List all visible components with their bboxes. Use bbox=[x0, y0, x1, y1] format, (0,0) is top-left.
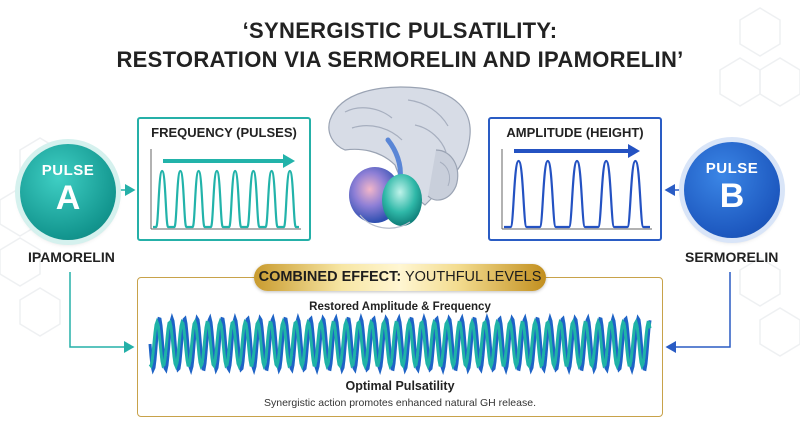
frequency-pulse-train bbox=[153, 169, 299, 229]
pulse-b-circle: PULSE B bbox=[684, 142, 780, 238]
combined-effect-caption: Synergistic action promotes enhanced nat… bbox=[264, 397, 536, 409]
arrow-b-to-combined bbox=[665, 272, 731, 353]
frequency-panel-title: FREQUENCY (PULSES) bbox=[151, 125, 297, 140]
pulse-a-small-label: PULSE bbox=[41, 162, 95, 179]
combined-effect-banner: COMBINED EFFECT: YOUTHFUL LEVELS bbox=[254, 264, 546, 291]
pulse-a-letter: A bbox=[55, 179, 81, 217]
frequency-panel: FREQUENCY (PULSES) bbox=[137, 117, 311, 241]
amplitude-arrow-head bbox=[628, 144, 640, 158]
frequency-pulse-graph bbox=[150, 149, 301, 230]
pulse-b-small-label: PULSE bbox=[705, 160, 759, 177]
banner-bold-text: COMBINED EFFECT: bbox=[258, 269, 402, 285]
restored-amplitude-frequency-label: Restored Amplitude & Frequency bbox=[309, 301, 491, 313]
optimal-pulsatility-heading: Optimal Pulsatility bbox=[345, 379, 455, 393]
sermorelin-label: SERMORELIN bbox=[685, 249, 779, 265]
banner-rest-text: YOUTHFUL LEVELS bbox=[401, 269, 542, 285]
ipamorelin-label: IPAMORELIN bbox=[28, 249, 115, 265]
amplitude-pulse-graph bbox=[501, 144, 652, 230]
pulse-b-letter: B bbox=[719, 177, 745, 215]
frequency-arrow-head bbox=[283, 154, 295, 168]
arrow-a-to-combined bbox=[69, 272, 135, 353]
title-line-2: RESTORATION VIA SERMORELIN AND IPAMORELI… bbox=[116, 47, 684, 72]
combined-wave-teal bbox=[148, 317, 652, 371]
pulse-a-circle: PULSE A bbox=[20, 144, 116, 240]
amplitude-panel: AMPLITUDE (HEIGHT) bbox=[488, 117, 662, 241]
amplitude-panel-title: AMPLITUDE (HEIGHT) bbox=[506, 125, 644, 140]
amplitude-pulse-train bbox=[504, 159, 650, 229]
page-title: ‘SYNERGISTIC PULSATILITY: RESTORATION VI… bbox=[0, 16, 800, 74]
title-line-1: ‘SYNERGISTIC PULSATILITY: bbox=[242, 18, 558, 43]
